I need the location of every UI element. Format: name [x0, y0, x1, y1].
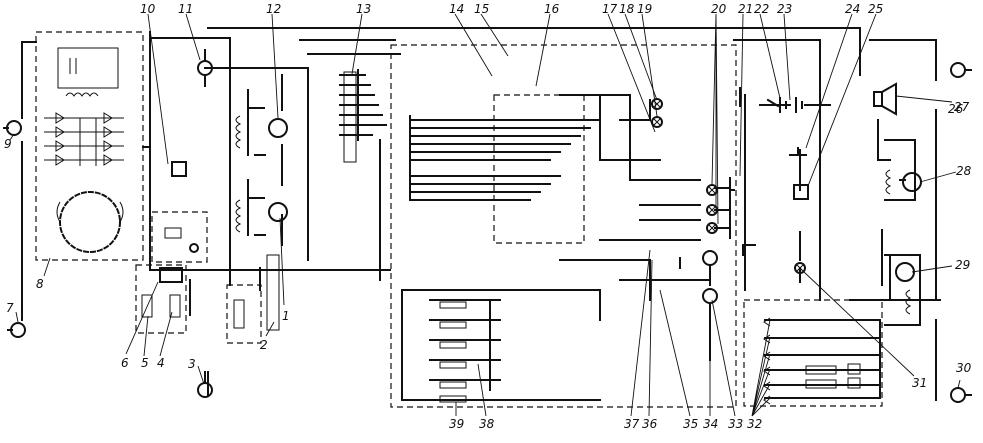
connector-box: [743, 299, 883, 407]
callout-label-34: 34: [703, 417, 718, 431]
callout-label-17: 17: [602, 2, 618, 16]
callout-label-20: 20: [711, 2, 727, 16]
callout-label-3: 3: [188, 357, 196, 371]
callout-label-30: 30: [956, 361, 972, 375]
callout-label-9: 9: [4, 137, 12, 151]
callout-label-26: 26: [948, 102, 964, 116]
callout-label-19: 19: [637, 2, 652, 16]
connector-blocks: [763, 317, 861, 405]
callout-label-32: 32: [747, 417, 762, 431]
callout-label-15: 15: [474, 2, 489, 16]
lamps: [3, 49, 972, 403]
fuse-box: [226, 284, 262, 344]
fuse-strips: [266, 71, 357, 331]
instrument-cluster-box: [390, 44, 737, 408]
battery: [766, 97, 807, 156]
callout-label-10: 10: [140, 2, 156, 16]
callout-label-1: 1: [282, 309, 290, 323]
relays-and-coils: [141, 82, 897, 329]
callout-label-12: 12: [266, 2, 281, 16]
heater-elements: [439, 301, 467, 403]
callout-label-6: 6: [121, 356, 129, 370]
callout-label-36: 36: [642, 417, 658, 431]
callout-label-27: 27: [954, 100, 970, 114]
callout-label-29: 29: [955, 258, 970, 272]
switch-block-box: [493, 94, 585, 244]
callout-label-23: 23: [777, 2, 792, 16]
callout-label-28: 28: [956, 164, 972, 178]
callout-label-33: 33: [728, 417, 743, 431]
callout-label-38: 38: [479, 417, 495, 431]
callout-label-25: 25: [868, 2, 883, 16]
relay-box: [151, 211, 208, 263]
callout-label-7: 7: [6, 301, 14, 315]
callout-label-18: 18: [619, 2, 635, 16]
callout-label-31: 31: [912, 376, 927, 390]
callout-label-8: 8: [36, 277, 44, 291]
ground-stubs: [149, 87, 744, 269]
callout-label-2: 2: [260, 338, 268, 352]
callout-label-21: 21: [738, 2, 753, 16]
callout-label-37: 37: [624, 417, 640, 431]
callout-label-39: 39: [449, 417, 464, 431]
callout-label-22: 22: [754, 2, 769, 16]
leader-lines: [9, 13, 961, 417]
callout-label-5: 5: [141, 356, 149, 370]
main-wiring: [21, 27, 941, 401]
ignition-coil-box: [135, 264, 187, 334]
motors: [235, 115, 922, 315]
callout-label-14: 14: [449, 2, 464, 16]
callout-label-11: 11: [178, 2, 193, 16]
callout-label-16: 16: [544, 2, 560, 16]
callout-label-4: 4: [157, 356, 165, 370]
callout-label-24: 24: [845, 2, 860, 16]
callout-label-13: 13: [356, 2, 371, 16]
generator: [44, 47, 124, 253]
indicator-lamps: [651, 98, 806, 304]
callout-label-35: 35: [683, 417, 698, 431]
